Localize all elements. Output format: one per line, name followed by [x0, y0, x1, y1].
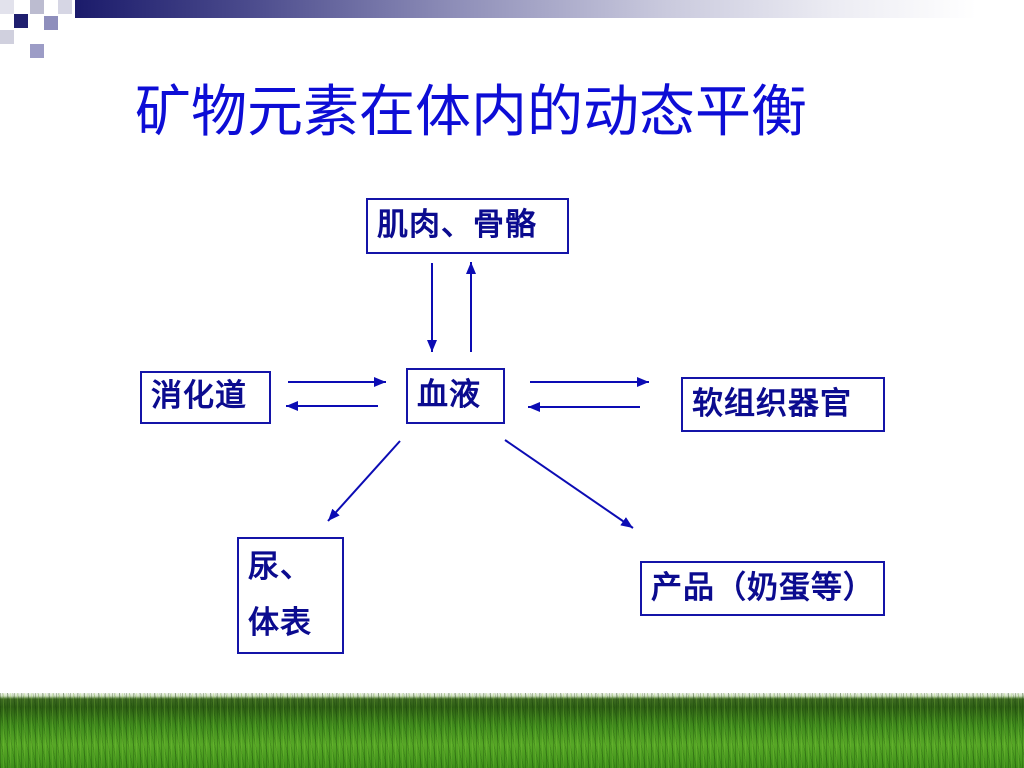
node-label: 肌肉、骨骼 [377, 207, 537, 243]
node-urine-body-surface: 尿、 体表 [237, 537, 344, 654]
grass-footer-image [0, 693, 1024, 768]
node-label-line-1: 尿、 [248, 549, 312, 585]
decor-square [44, 16, 58, 30]
node-blood: 血液 [406, 368, 505, 424]
decor-square [58, 0, 72, 14]
arrow-blood-to-urine-body-surface [327, 440, 401, 522]
node-label: 血液 [417, 377, 481, 413]
slide-title: 矿物元素在体内的动态平衡 [135, 80, 807, 145]
node-products: 产品（奶蛋等） [640, 561, 885, 616]
decor-square [14, 14, 28, 28]
node-label: 消化道 [151, 378, 247, 414]
arrow-blood-to-products [504, 439, 634, 529]
node-label: 软组织器官 [692, 386, 852, 422]
node-soft-tissue-organs: 软组织器官 [681, 377, 885, 432]
decor-square [0, 30, 14, 44]
decor-square [30, 44, 44, 58]
decor-square [0, 0, 14, 14]
node-digestive-tract: 消化道 [140, 371, 271, 424]
node-label: 产品（奶蛋等） [651, 570, 875, 606]
node-label-line-2: 体表 [248, 605, 312, 641]
node-muscle-bone: 肌肉、骨骼 [366, 198, 569, 254]
decor-square [30, 0, 44, 14]
top-gradient-bar [75, 0, 1024, 18]
